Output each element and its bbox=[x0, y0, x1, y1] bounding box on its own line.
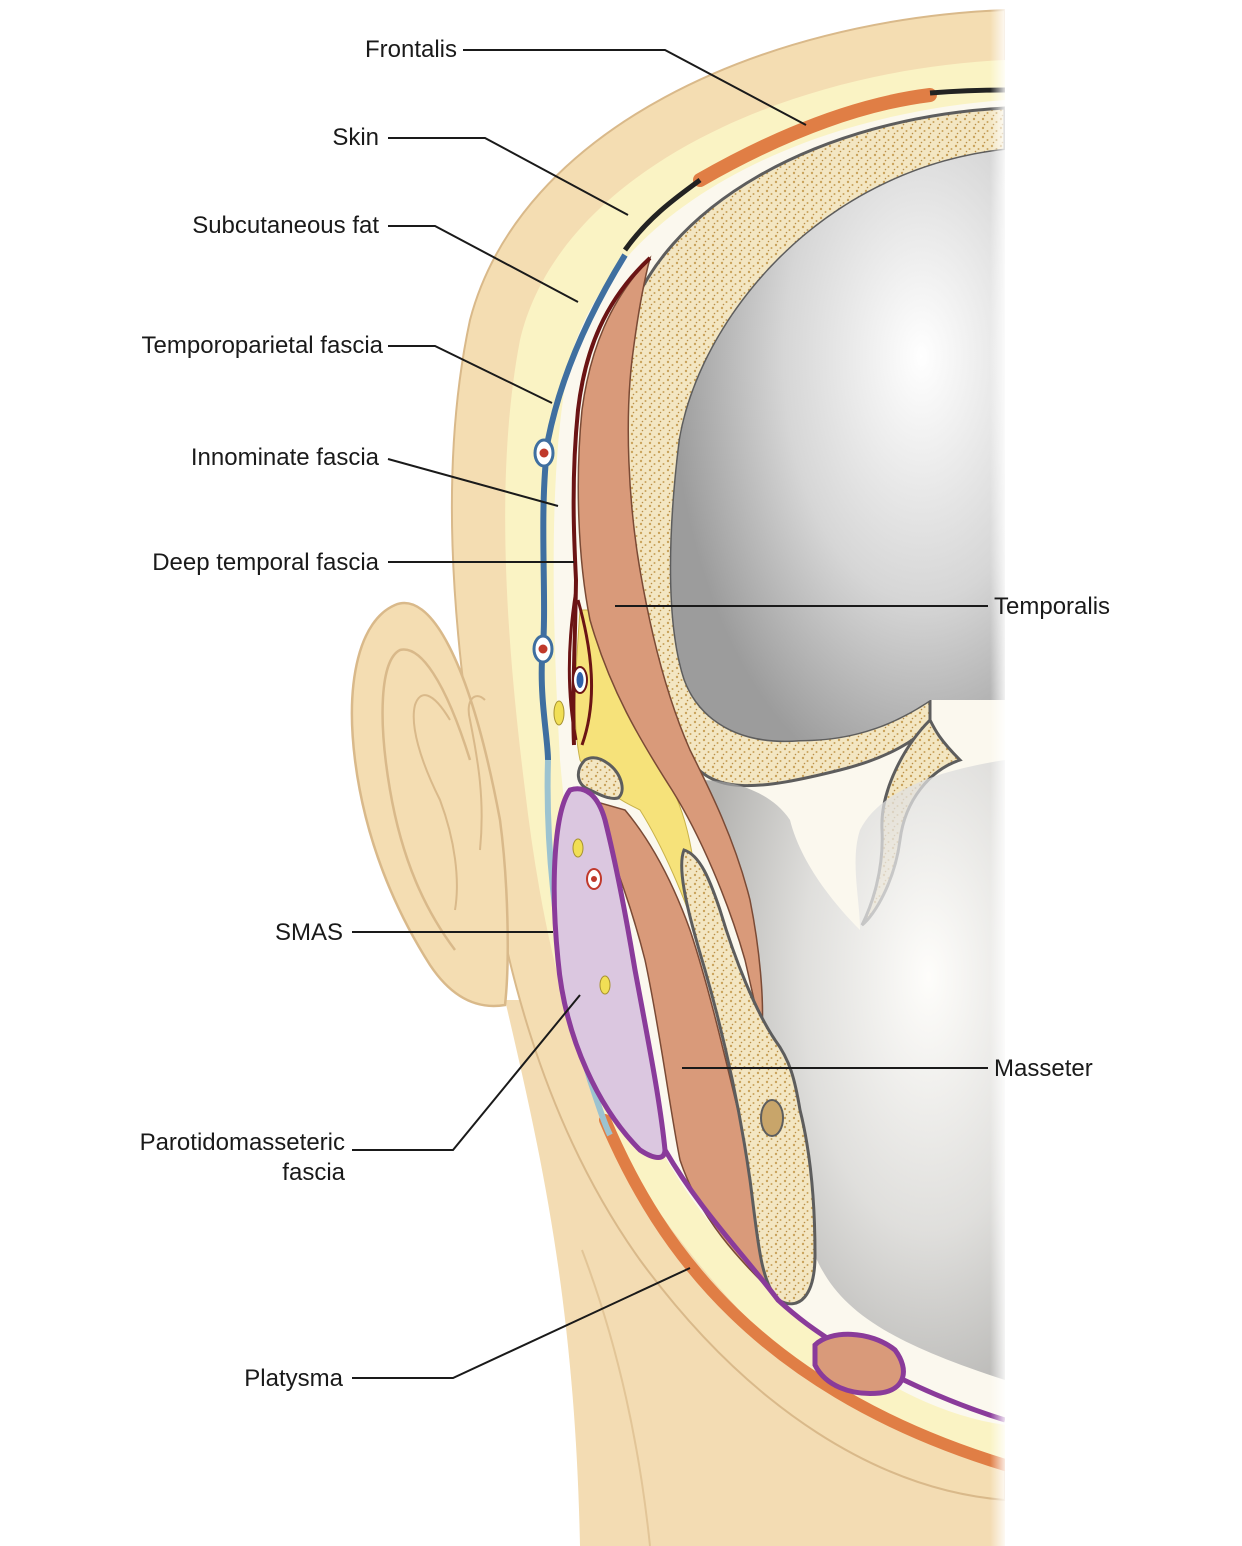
temporoparietal-fascia bbox=[538, 253, 628, 761]
label-parotidomasseteric-line2: fascia bbox=[282, 1159, 345, 1186]
submandibular-muscle bbox=[812, 1331, 906, 1396]
leader-skin bbox=[388, 137, 629, 216]
superficial-temporal-vessel-upper bbox=[533, 438, 555, 468]
label-deep-temporal-fascia: Deep temporal fascia bbox=[152, 549, 379, 576]
facial-cavity bbox=[700, 760, 1005, 1380]
mandible bbox=[680, 848, 817, 1306]
leader-temporoparietal-fascia bbox=[388, 345, 553, 404]
parotid-nerve-upper bbox=[572, 838, 584, 858]
leader-innominate-fascia bbox=[387, 458, 559, 507]
label-temporalis: Temporalis bbox=[994, 593, 1110, 620]
label-smas: SMAS bbox=[275, 919, 343, 946]
leader-parotidomasseteric-fascia bbox=[352, 994, 581, 1151]
facial-nerve-branch bbox=[553, 700, 565, 726]
label-subcutaneous-fat: Subcutaneous fat bbox=[192, 212, 379, 239]
parotid-vessel bbox=[586, 868, 602, 890]
cut-edge-fade bbox=[990, 0, 1008, 1546]
leader-subcutaneous-fat bbox=[388, 225, 579, 303]
mandibular-canal bbox=[760, 1099, 784, 1137]
leader-lines bbox=[352, 49, 988, 1379]
zygomatic-arch bbox=[576, 756, 624, 800]
leader-frontalis bbox=[463, 49, 807, 126]
label-skin: Skin bbox=[332, 124, 379, 151]
deep-temporal-fascia-split bbox=[567, 589, 593, 746]
frontalis-muscle bbox=[693, 88, 937, 187]
label-frontalis: Frontalis bbox=[365, 36, 457, 63]
label-innominate-fascia: Innominate fascia bbox=[191, 444, 380, 471]
superficial-temporal-vessel-lower bbox=[532, 634, 554, 664]
platysma-muscle bbox=[599, 1114, 1011, 1471]
deep-temporal-fascia bbox=[571, 256, 652, 746]
neck-outline bbox=[581, 1249, 651, 1546]
parotidomasseteric-fascia bbox=[662, 1148, 1006, 1423]
leader-platysma bbox=[352, 1267, 691, 1379]
cut-edge-white bbox=[1005, 0, 1242, 1546]
cranial-cavity bbox=[671, 150, 1005, 741]
label-parotidomasseteric-line1: Parotidomasseteric bbox=[140, 1129, 345, 1156]
label-platysma: Platysma bbox=[244, 1365, 343, 1392]
label-masseter: Masseter bbox=[994, 1055, 1093, 1082]
label-temporoparietal-fascia: Temporoparietal fascia bbox=[142, 332, 384, 359]
parotid-nerve-lower bbox=[599, 975, 611, 995]
ear bbox=[350, 601, 509, 1008]
middle-temporal-vessel bbox=[572, 666, 588, 694]
